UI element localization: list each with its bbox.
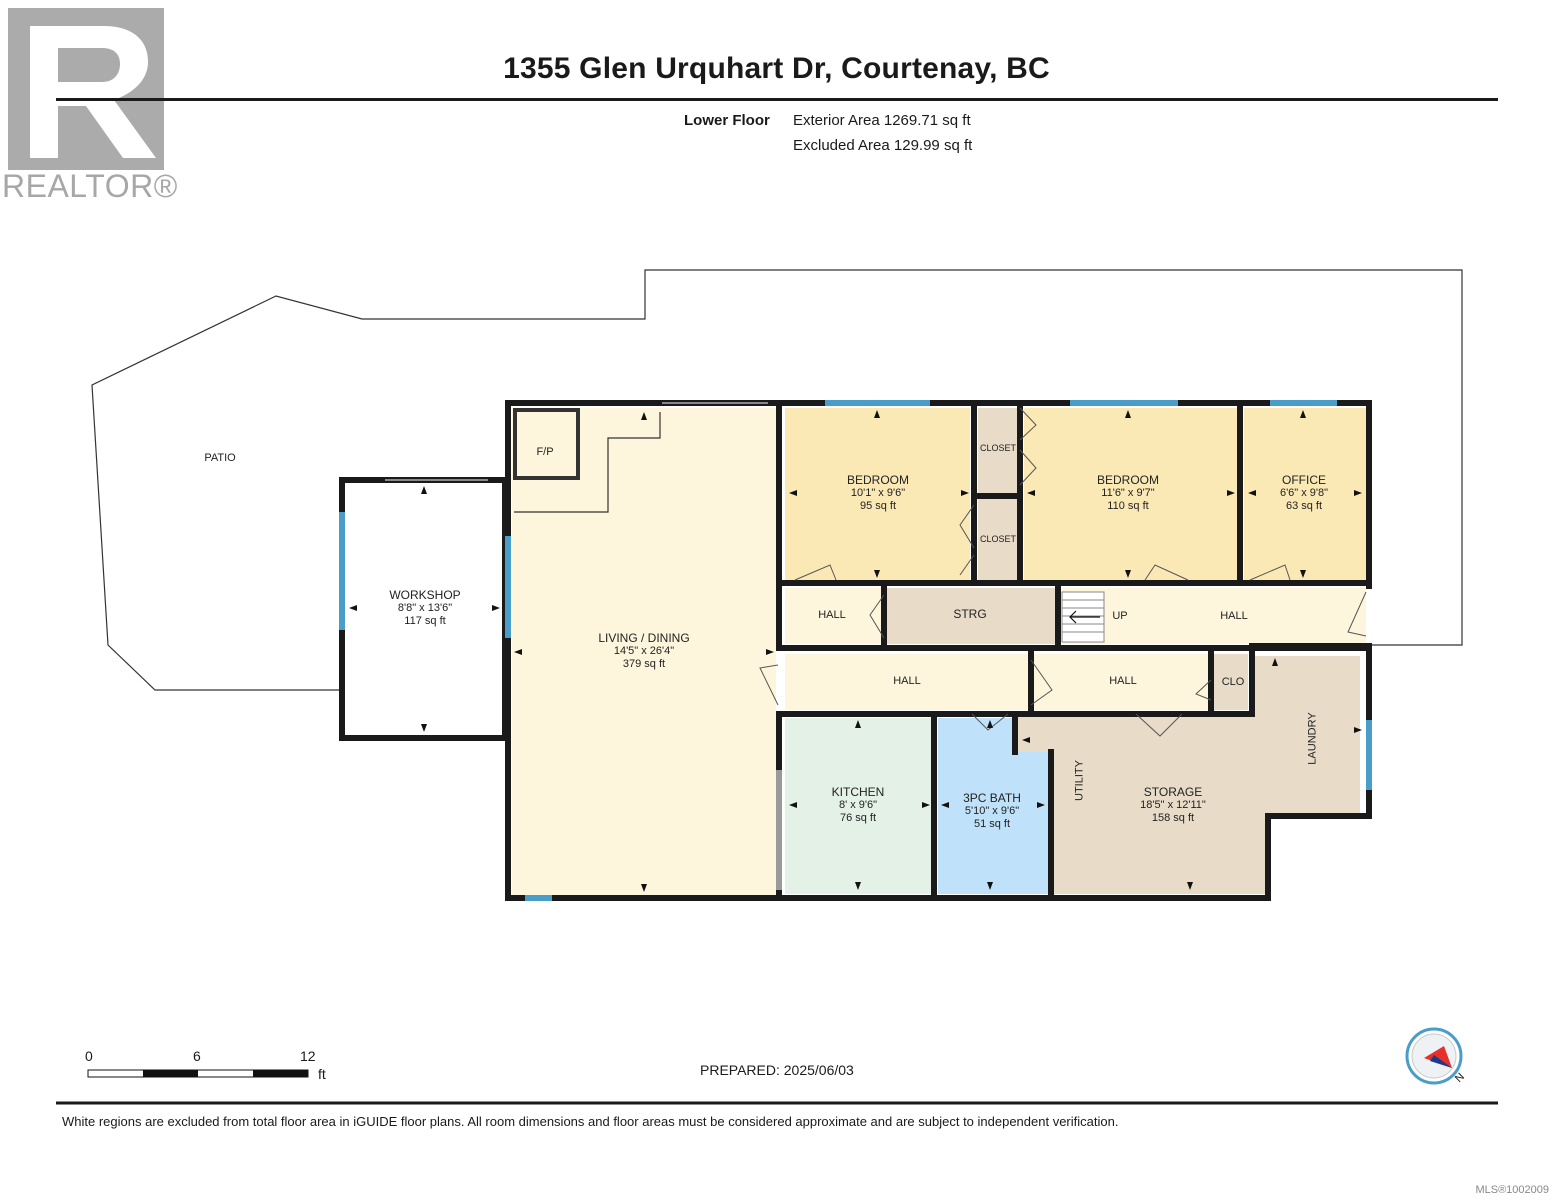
exterior-area: Exterior Area 1269.71 sq ft xyxy=(793,112,971,129)
floor-name: Lower Floor xyxy=(684,112,770,129)
disclaimer: White regions are excluded from total fl… xyxy=(62,1114,1119,1129)
room-label-patio: PATIO xyxy=(204,452,236,464)
dimension-arrows xyxy=(349,410,1362,892)
closet2-fill xyxy=(978,499,1018,580)
scale-tick-12: 12 xyxy=(300,1048,316,1064)
stair-arrow-icon xyxy=(1069,610,1100,624)
sliding-doors xyxy=(385,402,782,890)
compass-icon xyxy=(1405,1027,1463,1085)
room-label-strg: STRG xyxy=(953,607,987,621)
room-label-clo: CLO xyxy=(1221,676,1245,688)
bedroom1-fill xyxy=(785,408,970,580)
room-label-laundry: LAUNDRY xyxy=(1306,712,1319,765)
hall3-fill xyxy=(785,654,1029,710)
room-label-hall-3: HALL xyxy=(893,675,921,687)
clo-fill xyxy=(1214,654,1248,710)
workshop-fill xyxy=(344,484,505,736)
room-label-up: UP xyxy=(1112,610,1128,622)
room-label-hall-1: HALL xyxy=(818,609,846,621)
hall1-fill xyxy=(785,588,881,644)
scale-bar xyxy=(87,1069,309,1078)
scale-tick-6: 6 xyxy=(193,1048,201,1064)
excluded-area: Excluded Area 129.99 sq ft xyxy=(793,137,973,154)
page-title: 1355 Glen Urquhart Dr, Courtenay, BC xyxy=(503,52,1050,85)
hall4-fill xyxy=(1034,654,1210,710)
realtor-r-icon xyxy=(8,8,164,170)
hall2-fill xyxy=(1062,588,1366,644)
room-label-closet-2: CLOSET xyxy=(979,534,1016,544)
room-label-utility: UTILITY xyxy=(1073,760,1086,801)
closet1-fill xyxy=(978,408,1018,493)
door-swings xyxy=(759,407,1367,737)
strg-fill xyxy=(887,588,1055,644)
bedroom2-fill xyxy=(1024,408,1237,580)
realtor-logo xyxy=(8,8,164,170)
fireplace-lines xyxy=(513,408,661,513)
title-rule xyxy=(56,98,1498,101)
kitchen-fill xyxy=(785,718,931,894)
room-label-hall-2: HALL xyxy=(1220,610,1248,622)
office-fill xyxy=(1244,408,1366,580)
mls-number: MLS®1002009 xyxy=(1475,1184,1549,1196)
realtor-logo-text: REALTOR® xyxy=(2,168,178,204)
scale-tick-0: 0 xyxy=(85,1048,93,1064)
scale-unit: ft xyxy=(318,1066,326,1082)
living-fill xyxy=(512,408,776,896)
windows xyxy=(339,400,1372,901)
room-label-hall-4: HALL xyxy=(1109,675,1137,687)
room-label-closet-1: CLOSET xyxy=(979,443,1016,453)
room-label-fp: F/P xyxy=(536,446,554,458)
patio-outline xyxy=(91,269,1463,691)
prepared-date: PREPARED: 2025/06/03 xyxy=(700,1062,854,1078)
